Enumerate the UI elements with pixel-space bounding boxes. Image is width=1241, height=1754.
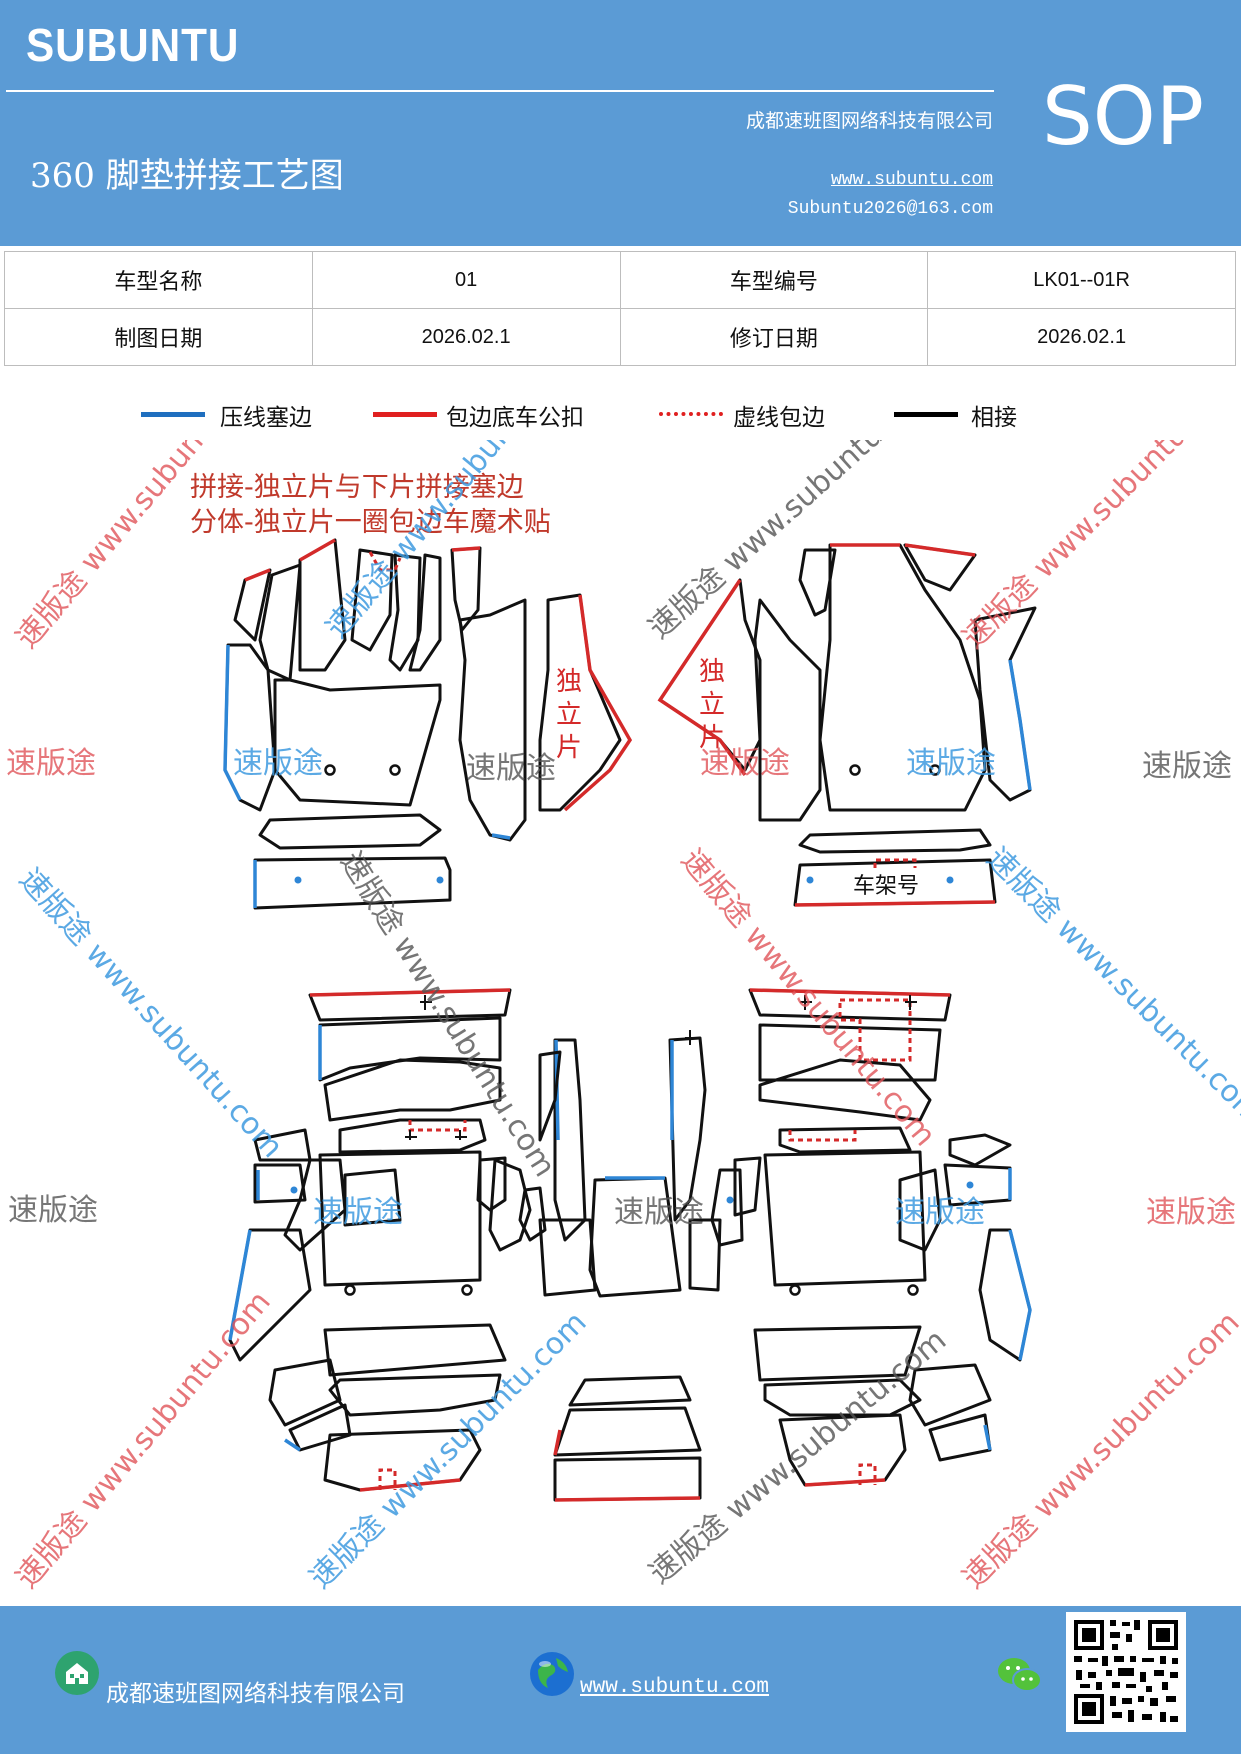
legend-label: 相接 — [971, 405, 1017, 431]
model-name-label: 车型名称 — [4, 251, 313, 309]
independent-piece-label: 立 — [699, 690, 725, 720]
vehicle-info-table: 车型名称 01 车型编号 LK01--01R 制图日期 2026.02.1 修订… — [4, 251, 1236, 366]
independent-piece-label: 独 — [699, 657, 725, 687]
legend-swatch-black — [894, 412, 958, 417]
note-line-2: 分体-独立片一圈包边车魔术贴 — [190, 507, 551, 538]
footer-website-link[interactable]: www.subuntu.com — [580, 1676, 770, 1699]
watermark-text: 速版途 — [8, 1193, 98, 1228]
table-row: 制图日期 2026.02.1 修订日期 2026.02.1 — [4, 308, 1236, 366]
watermark-text: 速版途 — [233, 746, 323, 781]
watermark-text: 速版途 — [313, 1195, 403, 1230]
brand-logo: SUBUNTU — [26, 19, 240, 71]
watermark-text: 速版途 — [466, 751, 556, 786]
page-title: 360 脚垫拼接工艺图 — [30, 156, 344, 196]
watermark-diagonal: 速版途 www.subuntu.com — [956, 1305, 1241, 1596]
independent-piece-label: 片 — [699, 723, 725, 753]
watermark-text: 速版途 — [700, 746, 790, 781]
revision-date-value: 2026.02.1 — [927, 308, 1236, 366]
watermarks: 速版途 速版途 速版途 速版途 速版途 速版途 速版途 速版途 速版途 速版途 … — [6, 440, 1241, 1596]
watermark-text: 速版途 — [1142, 749, 1232, 784]
legend-swatch-red — [373, 412, 437, 417]
frame-number-label: 车架号 — [853, 874, 919, 899]
watermark-text: 速版途 — [614, 1195, 704, 1230]
watermark-diagonal: 速版途 www.subuntu.com — [9, 1285, 278, 1596]
header-banner: SUBUNTU 成都速班图网络科技有限公司 SOP 360 脚垫拼接工艺图 ww… — [0, 0, 1241, 246]
legend: 压线塞边 包边底车公扣 虚线包边 相接 — [0, 398, 1241, 438]
website-link[interactable]: www.subuntu.com — [830, 170, 993, 190]
legend-swatch-blue — [141, 412, 205, 417]
rear-center-mat — [538, 1030, 722, 1502]
drawing-date-label: 制图日期 — [4, 308, 313, 366]
sop-badge: SOP — [1042, 70, 1204, 163]
company-name: 成都速班图网络科技有限公司 — [745, 110, 993, 132]
watermark-diagonal: 速版途 www.subuntu.com — [642, 440, 945, 646]
note-line-1: 拼接-独立片与下片拼接塞边 — [190, 472, 524, 503]
model-name-value: 01 — [311, 251, 621, 309]
rear-left-mat — [228, 988, 587, 1492]
watermark-text: 速版途 — [895, 1195, 985, 1230]
independent-piece-label: 立 — [556, 700, 582, 730]
model-code-value: LK01--01R — [927, 251, 1236, 309]
front-left-mat: 独 立 片 — [223, 538, 633, 910]
independent-piece-label: 独 — [556, 667, 582, 697]
email-address: Subuntu2026@163.com — [787, 199, 993, 219]
rear-right-mat — [710, 988, 1032, 1487]
header-divider — [6, 90, 994, 92]
legend-swatch-red-dotted — [659, 412, 723, 416]
wechat-icon[interactable] — [996, 1654, 1044, 1696]
revision-date-label: 修订日期 — [619, 308, 929, 366]
watermark-diagonal: 速版途 www.subuntu.com — [12, 862, 290, 1165]
footer-company-name: 成都速班图网络科技有限公司 — [106, 1681, 405, 1707]
watermark-text: 速版途 — [906, 746, 996, 781]
legend-label: 虚线包边 — [733, 405, 825, 431]
building-icon — [55, 1651, 99, 1695]
table-row: 车型名称 01 车型编号 LK01--01R — [4, 251, 1236, 309]
independent-piece-label: 片 — [556, 733, 582, 763]
watermark-diagonal: 速版途 www.subuntu.com — [303, 1305, 594, 1596]
qr-code — [1066, 1612, 1186, 1732]
legend-label: 包边底车公扣 — [446, 405, 584, 431]
legend-label: 压线塞边 — [220, 405, 312, 431]
front-right-mat: 车架号 独 立 片 — [657, 543, 1037, 907]
drawing-date-value: 2026.02.1 — [311, 308, 621, 366]
watermark-diagonal: 速版途 www.subuntu.com — [979, 841, 1241, 1132]
watermark-diagonal: 速版途 www.subuntu.com — [333, 846, 562, 1183]
watermark-text: 速版途 — [1146, 1195, 1236, 1230]
globe-icon — [530, 1652, 574, 1696]
watermark-diagonal: 速版途 www.subuntu.com — [956, 440, 1241, 656]
watermark-text: 速版途 — [6, 746, 96, 781]
model-code-label: 车型编号 — [619, 251, 929, 309]
footer-banner: 成都速班图网络科技有限公司 www.subuntu.com — [0, 1606, 1241, 1754]
floor-mat-diagram: .o { fill: none; stroke: #111; stroke-wi… — [6, 440, 1241, 1596]
